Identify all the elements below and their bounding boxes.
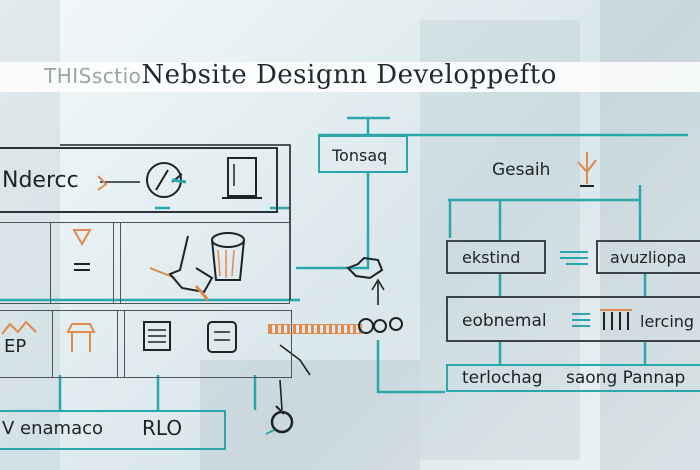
pointer-hand-icon bbox=[346, 256, 384, 280]
right-top-box bbox=[318, 135, 408, 173]
right-row1-box-a bbox=[446, 240, 546, 274]
pencil-icon bbox=[72, 229, 92, 271]
link-icon bbox=[358, 317, 403, 334]
progress-strip bbox=[268, 324, 362, 334]
design-label: Gesaih bbox=[492, 160, 551, 180]
title-band bbox=[0, 62, 700, 92]
left-top-panel bbox=[0, 147, 278, 213]
right-top-label: Tonsaq bbox=[332, 146, 388, 165]
left-bottom-label-b: RLO bbox=[142, 416, 183, 440]
bg-panel bbox=[200, 360, 420, 470]
globe-icon bbox=[146, 162, 187, 198]
hand-pointer-icon bbox=[168, 235, 214, 301]
clipboard-icon bbox=[143, 321, 171, 351]
table-icon bbox=[66, 323, 96, 352]
left-top-label: Ndercc bbox=[2, 168, 79, 193]
right-row1-label-b: avuzliopa bbox=[610, 248, 687, 267]
title-main: Nebsite Designn Developpefto bbox=[141, 60, 557, 90]
left-bottom-label-a: V enamaco bbox=[2, 418, 104, 439]
right-row3-label-a: terlochag bbox=[462, 368, 543, 388]
right-row3-box bbox=[446, 364, 700, 392]
notepad-icon bbox=[207, 321, 237, 353]
building-icon bbox=[600, 309, 632, 330]
left-lower-tile-2 bbox=[124, 310, 292, 378]
right-row2-box bbox=[446, 296, 700, 342]
page-title: THISsctioNebsite Designn Developpefto bbox=[44, 60, 557, 90]
jar-icon bbox=[211, 232, 245, 281]
left-mid-label: EP bbox=[4, 336, 27, 357]
lines-icon bbox=[560, 251, 588, 265]
right-row1-label-a: ekstind bbox=[462, 248, 521, 267]
document-icon bbox=[222, 157, 262, 199]
magnifier-icon bbox=[265, 405, 294, 435]
right-row3-label-b: saong Pannap bbox=[566, 368, 686, 388]
right-row1-box-b bbox=[596, 240, 700, 274]
title-faded: THISsctio bbox=[44, 64, 142, 88]
right-row2-label-b: lercing bbox=[640, 312, 695, 331]
left-bottom-bar bbox=[0, 410, 226, 450]
left-mid-tile bbox=[50, 222, 114, 304]
left-lower-tile bbox=[52, 310, 118, 378]
lines-icon-2 bbox=[572, 313, 590, 327]
plant-icon bbox=[577, 152, 597, 187]
right-row2-label-a: eobnemal bbox=[462, 311, 547, 331]
chart-icon bbox=[1, 320, 37, 335]
left-mid-tile-2 bbox=[120, 222, 290, 304]
